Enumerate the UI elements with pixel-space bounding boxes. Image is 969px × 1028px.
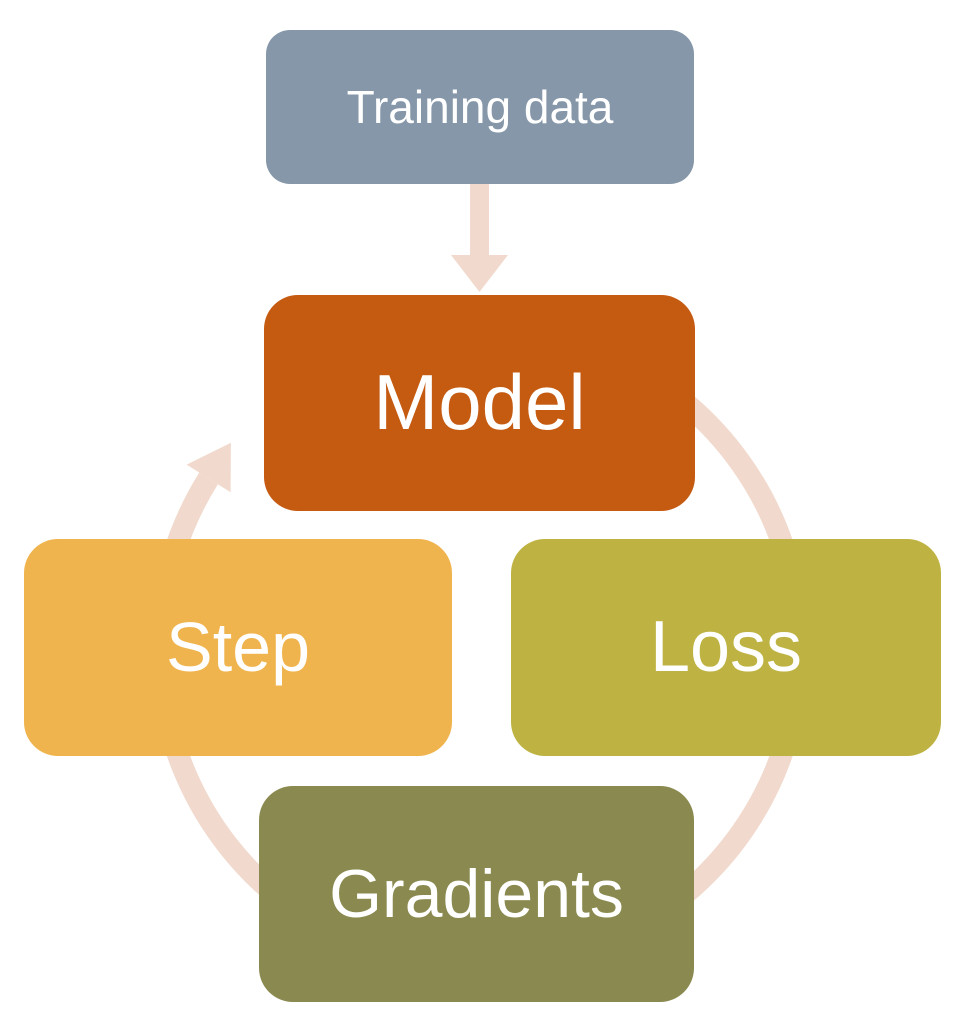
node-training-data-label: Training data [346,80,614,133]
down-arrowhead-icon [451,255,508,292]
node-step-label: Step [166,608,310,686]
node-gradients-label: Gradients [329,855,624,932]
node-gradients: Gradients [259,786,694,1002]
node-loss-label: Loss [649,606,803,687]
node-loss: Loss [511,539,941,756]
down-arrow-shaft [470,183,489,257]
cycle-arrowhead-icon [186,442,231,493]
node-step: Step [24,539,452,756]
node-training-data: Training data [266,30,694,184]
node-model-label: Model [373,358,586,447]
node-model: Model [264,295,695,511]
